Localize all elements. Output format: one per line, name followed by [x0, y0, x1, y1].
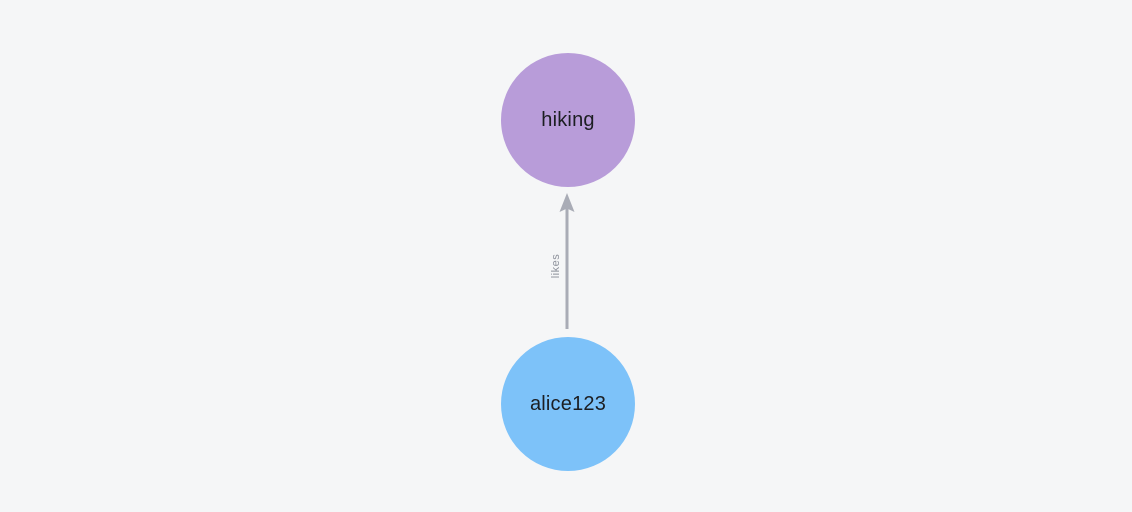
node-alice123[interactable]: alice123: [501, 337, 635, 471]
node-hiking[interactable]: hiking: [501, 53, 635, 187]
node-label-hiking: hiking: [541, 108, 595, 131]
node-label-alice123: alice123: [529, 392, 607, 415]
arrowhead-icon: [559, 193, 575, 212]
edge-label-likes: likes: [550, 253, 562, 279]
